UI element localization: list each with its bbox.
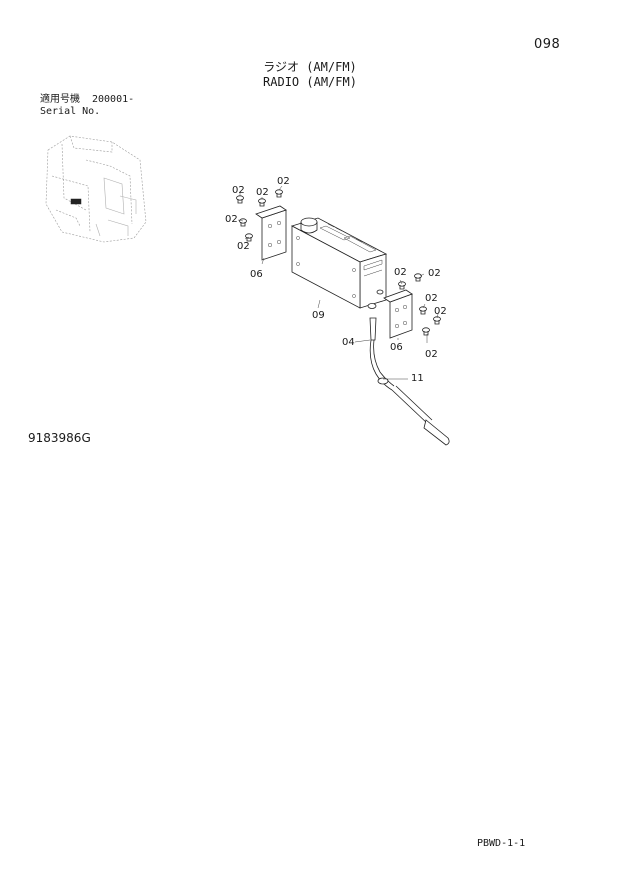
callout-02: 02 bbox=[256, 187, 269, 198]
leader-lines bbox=[237, 185, 439, 380]
callout-02: 02 bbox=[277, 176, 290, 187]
callout-02: 02 bbox=[237, 241, 250, 252]
callout-09: 09 bbox=[312, 310, 325, 321]
callout-06: 06 bbox=[390, 342, 403, 353]
callout-11: 11 bbox=[411, 373, 424, 384]
serial-label-japanese: 適用号機 bbox=[40, 94, 80, 105]
serial-value: 200001- bbox=[92, 94, 135, 105]
drawing-number: 9183986G bbox=[28, 431, 91, 445]
serial-label-english: Serial No. bbox=[40, 106, 101, 117]
page-number: 098 bbox=[534, 37, 561, 52]
radio-location-marker bbox=[70, 198, 82, 205]
callout-04: 04 bbox=[342, 337, 355, 348]
callout-02: 02 bbox=[425, 293, 438, 304]
footer-code: PBWD-1-1 bbox=[477, 838, 526, 849]
serial-number-block: 適用号機 200001- Serial No. bbox=[40, 94, 134, 118]
callout-02: 02 bbox=[428, 268, 441, 279]
bracket-right bbox=[383, 289, 413, 339]
bracket-left bbox=[255, 205, 287, 261]
callout-02: 02 bbox=[394, 267, 407, 278]
callout-02: 02 bbox=[232, 185, 245, 196]
callout-06: 06 bbox=[250, 269, 263, 280]
page-title-english: RADIO (AM/FM) bbox=[263, 75, 357, 89]
radio-unit bbox=[290, 217, 388, 309]
callout-02: 02 bbox=[225, 214, 238, 225]
callout-02: 02 bbox=[425, 349, 438, 360]
callout-labels: 02 02 02 02 02 06 09 04 02 02 02 02 06 0… bbox=[225, 176, 447, 384]
callout-02: 02 bbox=[434, 306, 447, 317]
page-title-japanese: ラジオ (AM/FM) bbox=[263, 60, 357, 74]
cab-location-sketch bbox=[45, 135, 147, 243]
antenna-assembly bbox=[369, 317, 450, 446]
